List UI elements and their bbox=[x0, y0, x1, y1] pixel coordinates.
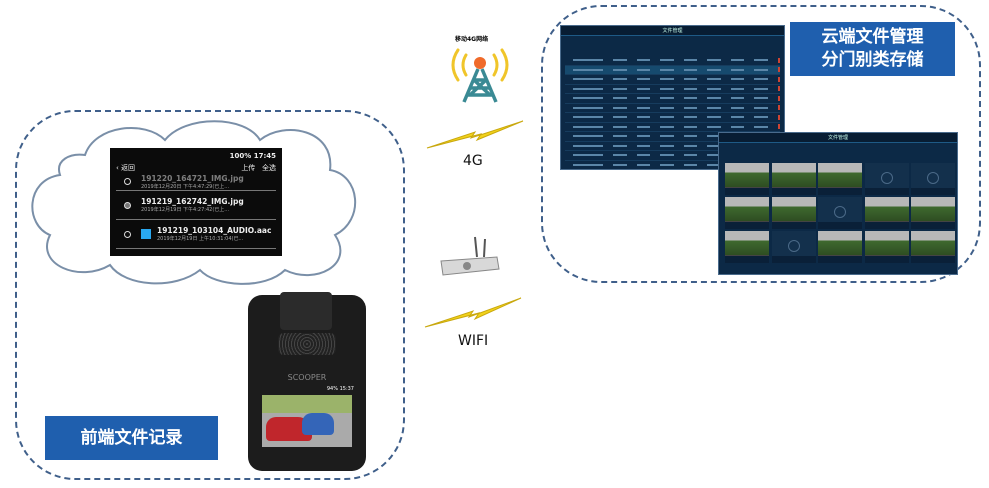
cloud-label: 云端文件管理分门别类存储 bbox=[790, 22, 955, 76]
table-row[interactable] bbox=[565, 123, 781, 132]
table-row[interactable] bbox=[565, 94, 781, 104]
table-row[interactable] bbox=[565, 104, 781, 113]
video-thumbnail[interactable] bbox=[864, 197, 909, 229]
4g-label: 4G bbox=[463, 153, 483, 169]
table-row[interactable] bbox=[565, 113, 781, 123]
video-thumbnail[interactable] bbox=[725, 163, 769, 195]
audio-file-icon bbox=[141, 229, 151, 239]
video-thumbnail[interactable] bbox=[818, 231, 862, 263]
phone-file-list-screen: 100% 17:45 ‹ 返回 上传 全选 191220_164721_IMG.… bbox=[110, 148, 282, 256]
table-row[interactable] bbox=[565, 65, 781, 75]
device-status: 94% 15:37 bbox=[326, 386, 354, 392]
audio-thumbnail[interactable] bbox=[864, 163, 909, 195]
video-thumbnail[interactable] bbox=[771, 197, 816, 229]
table-row[interactable] bbox=[565, 75, 781, 85]
video-thumbnail[interactable] bbox=[864, 231, 909, 263]
phone-status: 100% 17:45 bbox=[229, 152, 276, 160]
wifi-label: WIFI bbox=[458, 333, 489, 349]
wifi-router-icon bbox=[440, 236, 500, 276]
speaker-grille bbox=[278, 333, 336, 355]
select-all-button[interactable]: 全选 bbox=[262, 164, 276, 172]
cloud-file-grid-screenshot: 文件管理 bbox=[718, 132, 958, 275]
body-camera-device: SCOOPER 94% 15:37 bbox=[248, 292, 366, 471]
device-brand: SCOOPER bbox=[287, 373, 327, 382]
video-thumbnail[interactable] bbox=[771, 163, 816, 195]
audio-thumbnail[interactable] bbox=[911, 163, 955, 195]
list-screen-title: 文件管理 bbox=[561, 26, 784, 36]
video-thumbnail[interactable] bbox=[911, 197, 955, 229]
wifi-lightning-icon bbox=[424, 297, 522, 328]
tower-label: 移动4G网络 bbox=[455, 36, 489, 43]
table-row[interactable] bbox=[565, 85, 781, 94]
cloud-region bbox=[541, 5, 981, 283]
video-thumbnail[interactable] bbox=[725, 231, 769, 263]
front-end-label: 前端文件记录 bbox=[45, 416, 218, 460]
camera-lens bbox=[280, 292, 332, 330]
video-thumbnail[interactable] bbox=[725, 197, 769, 229]
cell-tower-icon bbox=[451, 48, 509, 103]
audio-thumbnail[interactable] bbox=[818, 197, 862, 229]
front-end-region bbox=[15, 110, 405, 480]
back-button[interactable]: ‹ 返回 bbox=[116, 164, 136, 172]
device-screen-image bbox=[262, 395, 352, 447]
video-thumbnail[interactable] bbox=[911, 231, 955, 263]
table-row[interactable] bbox=[565, 56, 781, 66]
4g-lightning-icon bbox=[426, 120, 524, 149]
audio-thumbnail[interactable] bbox=[771, 231, 816, 263]
grid-screen-title: 文件管理 bbox=[719, 133, 957, 143]
upload-button[interactable]: 上传 bbox=[241, 164, 256, 172]
video-thumbnail[interactable] bbox=[818, 163, 862, 195]
